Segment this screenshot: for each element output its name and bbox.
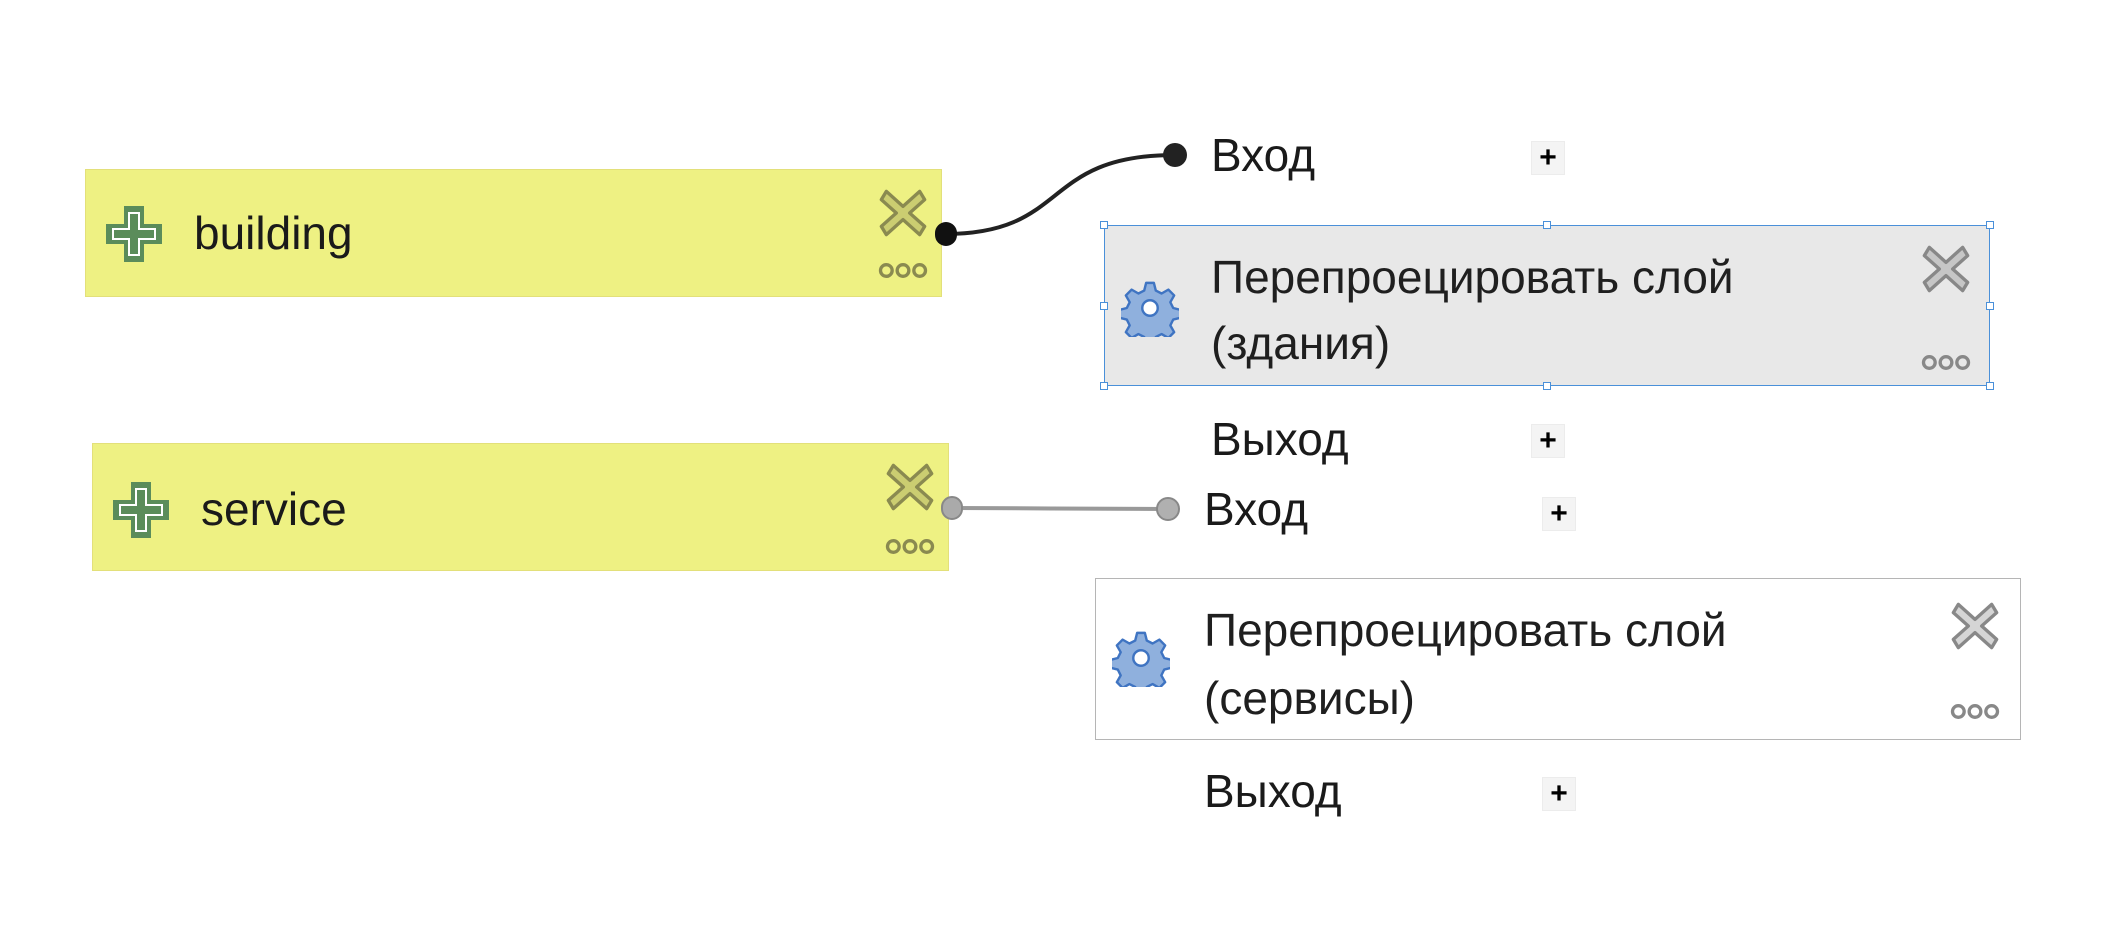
input-section-label: Вход	[1204, 483, 1309, 535]
green-plus-icon	[111, 480, 171, 540]
input-label: building	[194, 207, 353, 259]
close-x-icon[interactable]	[878, 188, 928, 238]
connection-service-to-algorithm-2[interactable]	[951, 506, 1169, 511]
resize-handle[interactable]	[1100, 302, 1108, 310]
resize-handle[interactable]	[1543, 221, 1551, 229]
resize-handle[interactable]	[1100, 221, 1108, 229]
more-dots-icon[interactable]	[1921, 354, 1971, 371]
resize-handle[interactable]	[1986, 221, 1994, 229]
algorithm-reproject-buildings[interactable]: Перепроецировать слой (здания)	[1100, 221, 1994, 390]
more-dots-icon[interactable]	[885, 538, 935, 555]
algorithm-reproject-services[interactable]: Перепроецировать слой (сервисы)	[1095, 578, 2021, 740]
model-input-service[interactable]: service	[92, 443, 949, 571]
input-section-label: Вход	[1211, 129, 1316, 181]
resize-handle[interactable]	[1543, 382, 1551, 390]
more-dots-icon[interactable]	[878, 262, 928, 279]
output-port-service[interactable]	[941, 496, 963, 520]
close-x-icon[interactable]	[1921, 244, 1971, 294]
green-plus-icon	[104, 204, 164, 264]
expand-outputs-button[interactable]: +	[1542, 777, 1576, 811]
connection-building-to-algorithm-1[interactable]	[944, 153, 1176, 236]
output-port-building[interactable]	[935, 222, 957, 246]
resize-handle[interactable]	[1986, 382, 1994, 390]
algorithm-title-line1: Перепроецировать слой	[1204, 604, 1727, 656]
gear-icon	[1112, 629, 1170, 687]
algorithm-title-line2: (сервисы)	[1204, 672, 1415, 724]
output-section-label: Выход	[1204, 765, 1342, 817]
input-label: service	[201, 483, 347, 535]
resize-handle[interactable]	[1100, 382, 1108, 390]
expand-outputs-button[interactable]: +	[1531, 424, 1565, 458]
algorithm-title-line2: (здания)	[1211, 317, 1391, 369]
algorithm-title-line1: Перепроецировать слой	[1211, 251, 1734, 303]
input-port-algorithm-1[interactable]	[1163, 143, 1187, 167]
input-port-algorithm-2[interactable]	[1156, 497, 1180, 521]
close-x-icon[interactable]	[885, 462, 935, 512]
output-section-label: Выход	[1211, 413, 1349, 465]
expand-inputs-button[interactable]: +	[1531, 141, 1565, 175]
model-input-building[interactable]: building	[85, 169, 942, 297]
resize-handle[interactable]	[1986, 302, 1994, 310]
close-x-icon[interactable]	[1950, 601, 2000, 651]
expand-inputs-button[interactable]: +	[1542, 497, 1576, 531]
gear-icon	[1121, 279, 1179, 337]
more-dots-icon[interactable]	[1950, 703, 2000, 720]
